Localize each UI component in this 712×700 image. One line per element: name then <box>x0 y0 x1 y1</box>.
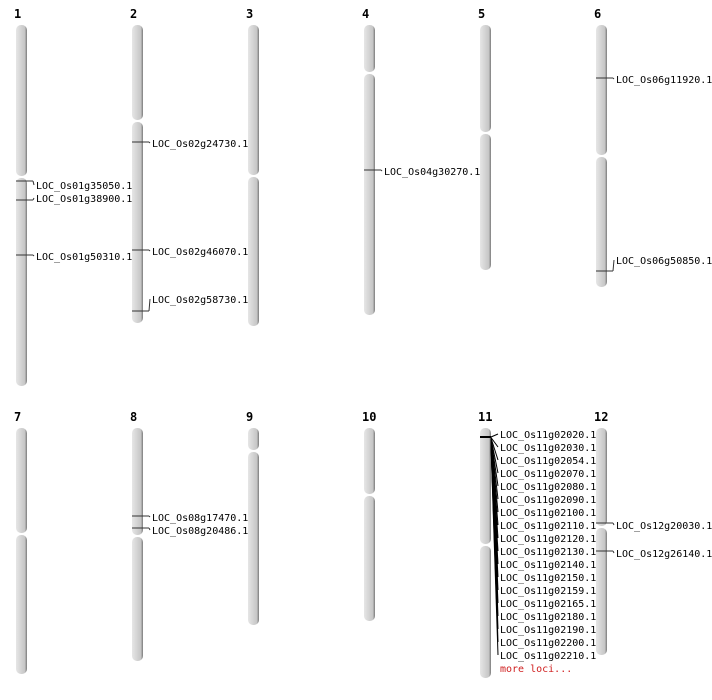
chromosome-arm-q <box>596 528 607 655</box>
chromosome-11[interactable]: 11LOC_Os11g02020.1LOC_Os11g02030.1LOC_Os… <box>478 410 596 678</box>
locus-connector <box>32 197 35 201</box>
chromosome-arm-q <box>364 496 375 621</box>
locus-label[interactable]: LOC_Os01g38900.1 <box>36 194 132 205</box>
chromosome-9[interactable]: 9 <box>246 410 259 625</box>
locus-label[interactable]: LOC_Os11g02030.1 <box>500 443 596 454</box>
chromosome-number: 11 <box>478 410 492 424</box>
locus-label[interactable]: LOC_Os11g02054.1 <box>500 456 596 467</box>
chromosome-arm-q <box>16 178 27 386</box>
locus-connector <box>148 141 151 144</box>
locus-label[interactable]: LOC_Os11g02070.1 <box>500 469 596 480</box>
chromosome-arm-q <box>596 157 607 287</box>
locus-label[interactable]: LOC_Os12g20030.1 <box>616 521 712 532</box>
chromosome-arm-p <box>132 25 143 120</box>
locus-label[interactable]: LOC_Os12g26140.1 <box>616 549 712 560</box>
chromosome-7[interactable]: 7 <box>14 410 27 674</box>
chromosome-number: 5 <box>478 7 485 21</box>
chromosome-number: 6 <box>594 7 601 21</box>
locus-label[interactable]: LOC_Os11g02200.1 <box>500 638 596 649</box>
locus-label[interactable]: LOC_Os02g58730.1 <box>152 295 248 306</box>
locus-label[interactable]: LOC_Os11g02090.1 <box>500 495 596 506</box>
chromosome-arm-q <box>364 74 375 315</box>
chromosome-arm-p <box>364 25 375 72</box>
chromosome-arm-p <box>16 25 27 176</box>
chromosome-number: 1 <box>14 7 21 21</box>
chromosome-1[interactable]: 1LOC_Os01g35050.1LOC_Os01g38900.1LOC_Os0… <box>14 7 132 386</box>
chromosome-number: 4 <box>362 7 369 21</box>
chromosome-arm-p <box>132 428 143 535</box>
chromosome-number: 2 <box>130 7 137 21</box>
locus-connector <box>380 169 383 172</box>
locus-connector <box>148 249 151 252</box>
chromosome-number: 10 <box>362 410 376 424</box>
locus-label[interactable]: LOC_Os11g02210.1 <box>500 651 596 662</box>
locus-label[interactable]: LOC_Os11g02080.1 <box>500 482 596 493</box>
chromosome-10[interactable]: 10 <box>362 410 376 621</box>
locus-label[interactable]: LOC_Os01g35050.1 <box>36 181 132 192</box>
locus-label[interactable]: LOC_Os11g02165.1 <box>500 599 596 610</box>
locus-label[interactable]: LOC_Os02g24730.1 <box>152 139 248 150</box>
locus-label[interactable]: LOC_Os11g02110.1 <box>500 521 596 532</box>
chromosome-number: 12 <box>594 410 608 424</box>
locus-connector <box>148 515 151 518</box>
chromosome-number: 7 <box>14 410 21 424</box>
chromosome-arm-q <box>480 546 491 678</box>
chromosome-3[interactable]: 3 <box>246 7 259 326</box>
locus-label[interactable]: LOC_Os11g02100.1 <box>500 508 596 519</box>
locus-label[interactable]: LOC_Os06g50850.1 <box>616 256 712 267</box>
locus-connector <box>32 254 35 257</box>
locus-label[interactable]: LOC_Os08g17470.1 <box>152 513 248 524</box>
locus-label[interactable]: LOC_Os04g30270.1 <box>384 167 480 178</box>
locus-connector <box>490 433 499 438</box>
chromosome-arm-q <box>16 535 27 674</box>
locus-connector <box>32 180 35 186</box>
locus-connector <box>612 522 615 526</box>
chromosome-arm-p <box>248 25 259 175</box>
chromosome-arm-q <box>480 134 491 270</box>
locus-connector <box>612 77 615 80</box>
more-loci-link[interactable]: more loci... <box>500 664 572 675</box>
locus-label[interactable]: LOC_Os11g02190.1 <box>500 625 596 636</box>
locus-label[interactable]: LOC_Os11g02150.1 <box>500 573 596 584</box>
chromosome-arm-p <box>16 428 27 533</box>
chromosome-arm-q <box>248 452 259 625</box>
chromosome-2[interactable]: 2LOC_Os02g24730.1LOC_Os02g46070.1LOC_Os0… <box>130 7 248 323</box>
chromosome-arm-p <box>480 25 491 132</box>
locus-connector <box>490 445 499 656</box>
locus-connector <box>148 527 151 531</box>
locus-label[interactable]: LOC_Os11g02159.1 <box>500 586 596 597</box>
chromosome-arm-q <box>132 122 143 323</box>
locus-label[interactable]: LOC_Os11g02130.1 <box>500 547 596 558</box>
chromosome-number: 8 <box>130 410 137 424</box>
locus-label[interactable]: LOC_Os08g20486.1 <box>152 526 248 537</box>
locus-label[interactable]: LOC_Os06g11920.1 <box>616 75 712 86</box>
locus-label[interactable]: LOC_Os11g02020.1 <box>500 430 596 441</box>
chromosome-arm-p <box>596 428 607 526</box>
chromosome-number: 9 <box>246 410 253 424</box>
locus-label[interactable]: LOC_Os11g02140.1 <box>500 560 596 571</box>
chromosome-5[interactable]: 5 <box>478 7 491 270</box>
chromosome-arm-q <box>248 177 259 326</box>
locus-label[interactable]: LOC_Os02g46070.1 <box>152 247 248 258</box>
locus-label[interactable]: LOC_Os01g50310.1 <box>36 252 132 263</box>
chromosome-arm-p <box>596 25 607 155</box>
chromosome-arm-p <box>480 428 491 544</box>
chromosome-arm-p <box>248 428 259 450</box>
locus-connector <box>490 437 499 461</box>
chromosome-arm-q <box>132 537 143 661</box>
chromosome-arm-p <box>364 428 375 494</box>
locus-connector <box>612 259 615 272</box>
locus-connector <box>148 298 151 312</box>
locus-label[interactable]: LOC_Os11g02120.1 <box>500 534 596 545</box>
locus-connector <box>490 437 499 448</box>
locus-connector <box>612 550 615 554</box>
locus-label[interactable]: LOC_Os11g02180.1 <box>500 612 596 623</box>
chromosome-number: 3 <box>246 7 253 21</box>
